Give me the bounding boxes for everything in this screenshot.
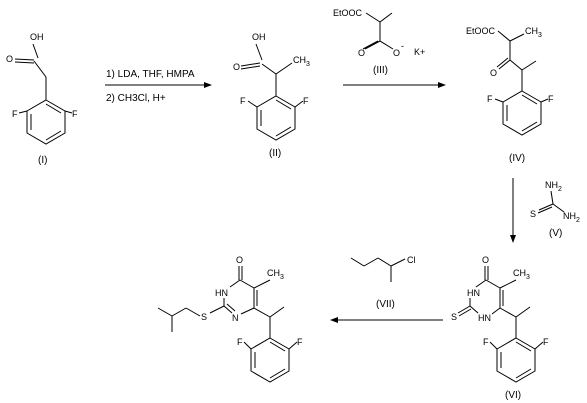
label-compound-iii: (III) — [373, 65, 388, 76]
compound-vi: O CH3 HN S HN F F (VI) — [451, 255, 549, 401]
atom-s: S — [530, 209, 536, 219]
atom-ch3: CH3 — [293, 55, 310, 68]
atom-o: O — [233, 62, 240, 72]
label-compound-ii: (II) — [269, 148, 281, 159]
compound-ii: OH O CH3 F F (II) — [233, 32, 310, 159]
atom-f: F — [487, 94, 493, 104]
atom-f: F — [483, 337, 489, 347]
arrow-step-2 — [343, 82, 446, 88]
atom-o: O — [482, 255, 489, 265]
atom-f: F — [303, 96, 309, 106]
condition-step-1a: 1) LDA, THF, HMPA — [106, 69, 195, 80]
label-compound-i: (I) — [38, 155, 47, 166]
atom-f: F — [12, 109, 18, 119]
atom-f: F — [543, 337, 549, 347]
compound-vii: Cl (VII) — [350, 255, 416, 310]
atom-o: O — [358, 48, 365, 58]
atom-nh2: NH2 — [545, 180, 562, 193]
final-product: O CH3 HN N S F F — [157, 255, 303, 383]
atom-n: N — [232, 313, 239, 323]
arrow-step-1: 1) LDA, THF, HMPA 2) CH3Cl, H+ — [105, 69, 212, 104]
atom-ch3: CH3 — [267, 268, 284, 281]
atom-o: O — [6, 54, 13, 64]
atom-f: F — [297, 337, 303, 347]
label-compound-vi: (VI) — [505, 390, 521, 401]
atom-ch3: CH3 — [525, 26, 542, 39]
atom-o: O — [490, 68, 497, 78]
compound-iv: EtOOC CH3 O F F (IV) — [466, 26, 554, 164]
arrow-step-4 — [330, 317, 443, 323]
atom-f: F — [237, 337, 243, 347]
atom-etooc: EtOOC — [466, 26, 496, 36]
potassium-ion: K+ — [414, 47, 425, 57]
label-compound-iv: (IV) — [509, 153, 525, 164]
condition-step-1b: 2) CH3Cl, H+ — [106, 93, 166, 104]
atom-o: O — [236, 255, 243, 265]
atom-cl: Cl — [407, 255, 416, 265]
atom-ch3: CH3 — [513, 268, 530, 281]
atom-o: O — [393, 48, 400, 58]
compound-i: OH O F F (I) — [6, 32, 78, 166]
label-compound-vii: (VII) — [376, 299, 395, 310]
atom-nh2: NH2 — [563, 211, 580, 224]
atom-nh: HN — [478, 313, 491, 323]
atom-s: S — [201, 312, 207, 322]
label-compound-v: (V) — [549, 228, 562, 239]
compound-v: NH2 S NH2 (V) — [530, 180, 580, 239]
atom-nh: HN — [467, 288, 480, 298]
charge-minus: - — [401, 41, 404, 51]
arrow-step-3 — [510, 178, 516, 243]
atom-oh: OH — [252, 32, 266, 42]
compound-iii: EtOOC O O - K+ (III) — [333, 8, 425, 76]
atom-s: S — [451, 312, 457, 322]
atom-nh: HN — [215, 288, 228, 298]
atom-f: F — [240, 96, 246, 106]
atom-f: F — [72, 109, 78, 119]
atom-oh: OH — [30, 32, 44, 42]
atom-f: F — [548, 94, 554, 104]
atom-etooc: EtOOC — [333, 8, 363, 18]
